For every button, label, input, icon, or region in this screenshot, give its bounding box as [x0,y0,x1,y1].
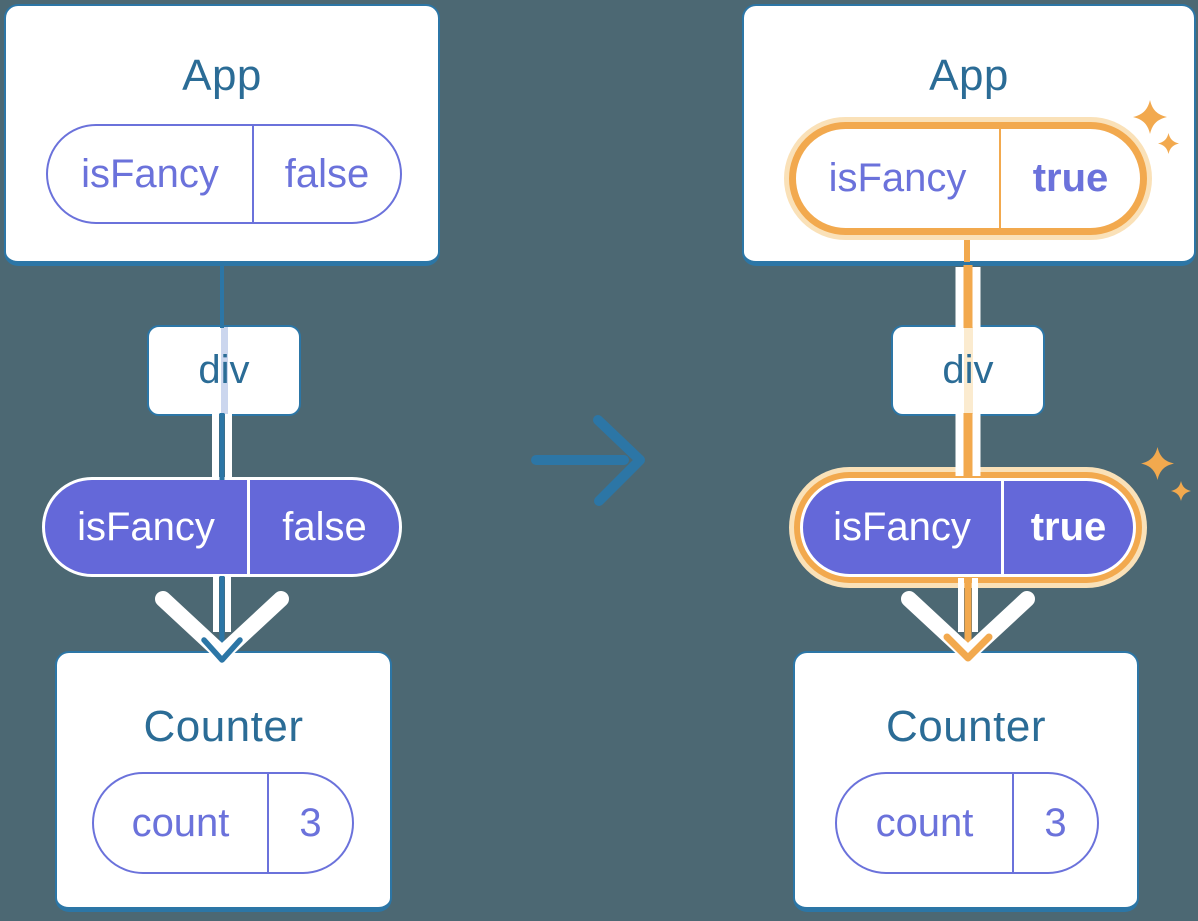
prop-name: isFancy [45,480,250,574]
state-pill-highlighted: isFancy true [789,122,1147,235]
prop-value: false [282,504,367,549]
prop-value: true [1030,505,1107,549]
app-component-card: App isFancy false [4,4,440,266]
counter-component-card: Counter count 3 [55,651,392,912]
state-pill: count 3 [835,772,1099,874]
component-title: Counter [885,702,1047,751]
div-label: div [198,348,250,392]
prop-name: isFancy [803,481,1004,574]
state-pill: count 3 [92,772,354,874]
state-value: 3 [1044,800,1067,845]
component-title: Counter [143,702,304,751]
state-name: isFancy [796,129,1001,228]
state-value: false [284,151,370,196]
prop-pill-highlighted: isFancy true [800,478,1136,577]
state-name: isFancy [48,126,254,222]
counter-component-card: Counter count 3 [793,651,1139,912]
state-name: count [837,774,1014,872]
sparkle-icon [1141,447,1174,480]
state-pill: isFancy false [46,124,402,224]
state-value: true [1032,156,1109,200]
sparkle-icon [1171,481,1191,501]
div-label: div [942,348,994,392]
state-flow-stem [964,230,970,262]
state-value: 3 [299,800,322,845]
component-title: App [182,51,262,100]
app-component-card: App isFancy true [742,4,1196,266]
div-element-card: div [891,325,1045,416]
state-thread-line [220,327,228,414]
state-thread-line [963,327,973,414]
sparkle-icon [1158,133,1179,154]
sparkle-icon [1133,100,1167,134]
state-name: count [94,774,269,872]
component-title: App [929,51,1009,100]
